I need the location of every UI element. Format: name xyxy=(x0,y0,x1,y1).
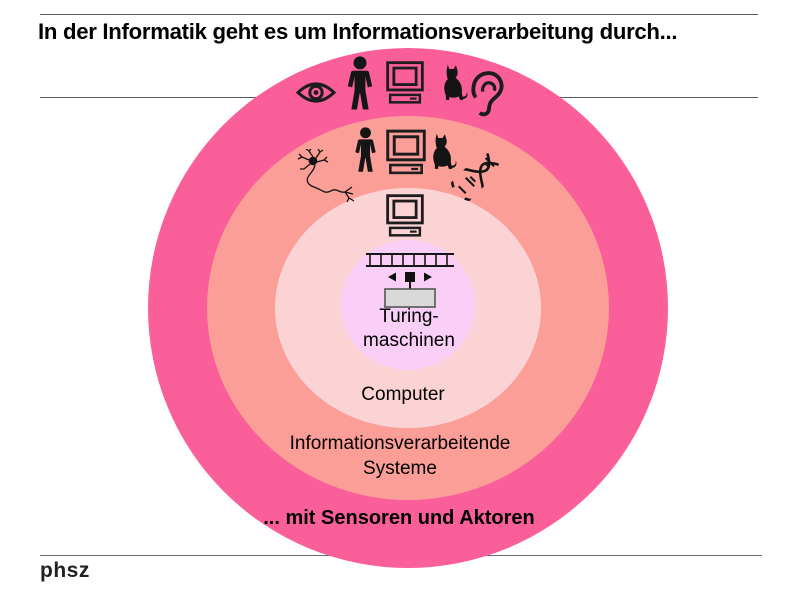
computer-icon xyxy=(386,61,424,104)
cat-icon xyxy=(433,133,457,169)
phsz-logo: phsz xyxy=(40,559,90,582)
computer-icon xyxy=(386,129,426,175)
person-icon xyxy=(347,56,373,110)
ring-label-computer: Computer xyxy=(361,384,445,405)
ring-label-line: maschinen xyxy=(363,330,455,351)
person-icon xyxy=(355,127,376,172)
ring-label-turingmaschinen: Turing- maschinen xyxy=(363,305,455,353)
neuron-icon xyxy=(297,149,355,203)
ring-label-informationsverarbeitende-systeme: Informationsverarbeitende Systeme xyxy=(290,431,511,481)
ring-label-line: Informationsverarbeitende xyxy=(289,433,511,454)
top-rule-line xyxy=(40,14,758,15)
ring-label-line: Turing- xyxy=(379,306,439,327)
eye-icon xyxy=(296,82,336,103)
turing-machine-icon xyxy=(366,253,454,308)
ear-icon xyxy=(471,71,504,117)
cat-icon xyxy=(444,64,468,100)
computer-icon xyxy=(386,194,424,237)
slide-title: In der Informatik geht es um Information… xyxy=(38,19,678,44)
ring-label-line: Systeme xyxy=(363,458,437,479)
ring-label-sensoren-aktoren: ... mit Sensoren und Aktoren xyxy=(263,507,535,529)
